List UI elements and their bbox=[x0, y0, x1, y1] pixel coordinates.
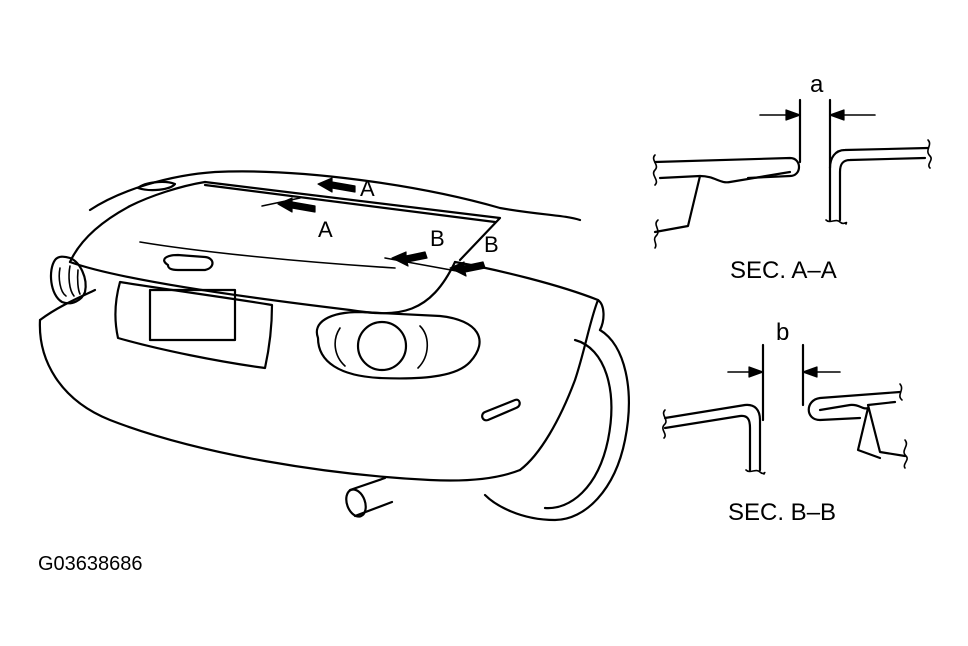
section-aa-break-bottom bbox=[825, 219, 848, 225]
arrow-a-upper bbox=[317, 177, 356, 193]
section-aa-dim-arrow-left bbox=[785, 109, 801, 121]
figure-code: G03638686 bbox=[38, 553, 143, 575]
section-bb-title: SEC. B–B bbox=[728, 499, 836, 526]
callout-a-lower: A bbox=[318, 217, 333, 242]
section-bb-break-bottom bbox=[745, 469, 766, 475]
section-bb-lid-inner bbox=[818, 403, 882, 460]
section-bb-dim-arrow-right bbox=[802, 366, 818, 378]
trunk-crease bbox=[139, 241, 396, 269]
section-aa-break-right bbox=[927, 139, 932, 169]
section-bb-detail: b SEC. B–B bbox=[662, 319, 908, 526]
trunk-lid-bottom bbox=[68, 260, 457, 315]
exhaust-pipe bbox=[348, 476, 394, 518]
callout-a-upper: A bbox=[360, 176, 375, 201]
section-aa-break-left bbox=[652, 154, 659, 249]
section-aa-detail: a SEC. A–A bbox=[652, 71, 932, 284]
bumper-side bbox=[518, 298, 600, 472]
section-bb-body-panel bbox=[663, 403, 762, 472]
section-aa-lid-inner bbox=[698, 170, 792, 184]
side-marker bbox=[481, 398, 521, 422]
section-aa-dim-arrow-right bbox=[829, 109, 845, 121]
right-tail-light bbox=[315, 310, 481, 380]
rear-bumper bbox=[38, 318, 522, 482]
left-tail-light-inner bbox=[58, 265, 81, 297]
section-aa-body-panel bbox=[828, 146, 930, 222]
callout-b-right: B bbox=[484, 232, 499, 257]
tire bbox=[483, 328, 630, 522]
deck-marker bbox=[136, 180, 177, 192]
exhaust-tip bbox=[345, 488, 367, 518]
trunk-handle bbox=[163, 253, 214, 272]
arrow-a-lower bbox=[277, 197, 316, 213]
section-bb-break-right bbox=[899, 383, 908, 469]
section-line-a bbox=[261, 197, 301, 207]
tire-inner bbox=[543, 338, 613, 510]
section-aa-lid-panel bbox=[653, 156, 801, 234]
bumper-top bbox=[38, 288, 97, 322]
callout-b-left: B bbox=[430, 226, 445, 251]
section-aa-gap-label: a bbox=[810, 71, 824, 98]
trunk-lid-rear-edge bbox=[203, 180, 502, 262]
trunk-lid-front-edge bbox=[203, 183, 497, 224]
quarter-panel bbox=[453, 260, 605, 332]
section-bb-lid-panel bbox=[807, 390, 907, 458]
fender-line bbox=[88, 170, 582, 222]
section-aa-title: SEC. A–A bbox=[730, 257, 837, 284]
car-rear-illustration: A A B B bbox=[38, 170, 630, 522]
arrow-b-left bbox=[391, 251, 428, 267]
arrow-b-right bbox=[449, 261, 486, 277]
license-plate-recess bbox=[114, 280, 274, 370]
right-tail-light-center bbox=[356, 320, 408, 372]
right-tail-light-segments bbox=[334, 325, 429, 369]
section-bb-break-left bbox=[662, 409, 667, 439]
section-bb-gap-label: b bbox=[776, 319, 789, 346]
trunk-lid-outline bbox=[68, 180, 207, 264]
license-plate bbox=[148, 288, 237, 342]
section-bb-dim-arrow-left bbox=[748, 366, 764, 378]
left-tail-light bbox=[49, 255, 87, 305]
